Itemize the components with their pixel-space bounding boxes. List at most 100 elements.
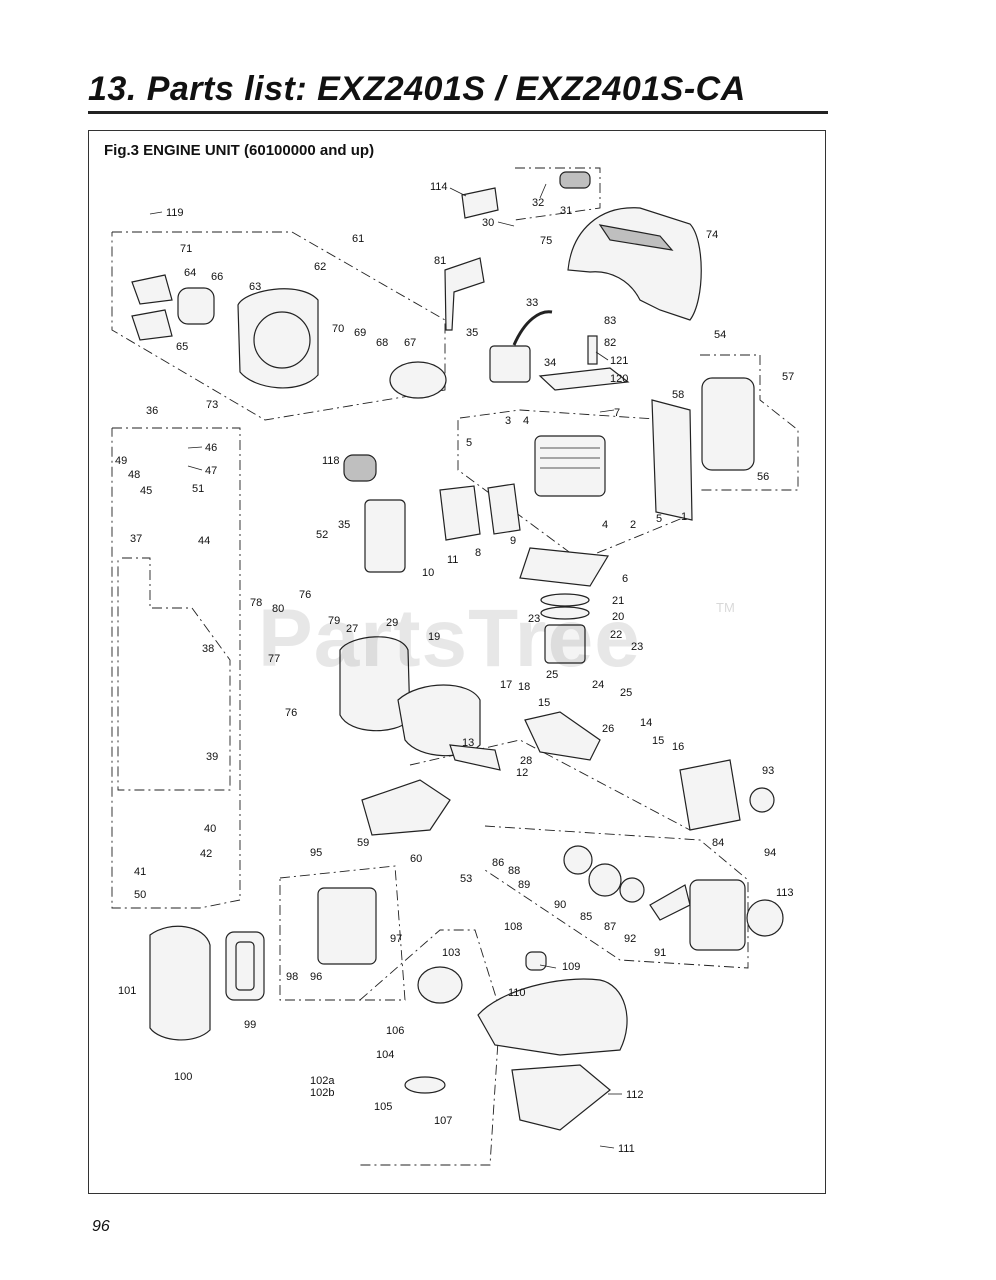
- callout-47: 47: [205, 465, 217, 477]
- callout-83: 83: [604, 315, 616, 327]
- callout-86: 86: [492, 857, 504, 869]
- callout-58: 58: [672, 389, 684, 401]
- callout-10: 10: [422, 567, 434, 579]
- callout-63: 63: [249, 281, 261, 293]
- callout-46: 46: [205, 442, 217, 454]
- title-rule: [88, 111, 828, 114]
- callout-23b: 23: [631, 641, 643, 653]
- callout-96: 96: [310, 971, 322, 983]
- callout-4a: 4: [523, 415, 529, 427]
- callout-13: 13: [462, 737, 474, 749]
- callout-62: 62: [314, 261, 326, 273]
- callout-53: 53: [460, 873, 472, 885]
- page-title: 13. Parts list: EXZ2401S / EXZ2401S-CA: [88, 70, 746, 108]
- callout-48: 48: [128, 469, 140, 481]
- callout-33: 33: [526, 297, 538, 309]
- callout-20: 20: [612, 611, 624, 623]
- callout-93: 93: [762, 765, 774, 777]
- callout-11: 11: [447, 554, 458, 566]
- callout-98: 98: [286, 971, 298, 983]
- callout-87: 87: [604, 921, 616, 933]
- callout-2: 2: [630, 519, 636, 531]
- callout-40: 40: [204, 823, 216, 835]
- callout-22: 22: [610, 629, 622, 641]
- callout-81: 81: [434, 255, 446, 267]
- leader-lines: [149, 183, 622, 1149]
- callout-76a: 76: [299, 589, 311, 601]
- callout-57: 57: [782, 371, 794, 383]
- callout-74: 74: [706, 229, 718, 241]
- callout-118: 118: [322, 455, 340, 467]
- callout-114: 114: [430, 181, 448, 193]
- callout-91: 91: [654, 947, 666, 959]
- callout-52: 52: [316, 529, 328, 541]
- callout-59: 59: [357, 837, 369, 849]
- callout-4b: 4: [602, 519, 608, 531]
- callout-45: 45: [140, 485, 152, 497]
- callout-14: 14: [640, 717, 652, 729]
- callout-56: 56: [757, 471, 769, 483]
- callout-26: 26: [602, 723, 614, 735]
- callout-88: 88: [508, 865, 520, 877]
- callout-103: 103: [442, 947, 460, 959]
- callout-35a: 35: [466, 327, 478, 339]
- callout-104: 104: [376, 1049, 394, 1061]
- callout-42: 42: [200, 848, 212, 860]
- watermark-trademark: TM: [716, 600, 735, 615]
- callout-102a: 102a: [310, 1075, 335, 1087]
- callout-113: 113: [776, 887, 794, 899]
- callout-25b: 25: [620, 687, 632, 699]
- callout-39: 39: [206, 751, 218, 763]
- callout-76b: 76: [285, 707, 297, 719]
- callout-8: 8: [475, 547, 481, 559]
- callout-27: 27: [346, 623, 358, 635]
- callout-29: 29: [386, 617, 398, 629]
- parts: [131, 171, 784, 1131]
- callout-12: 12: [516, 767, 528, 779]
- callout-51: 51: [192, 483, 204, 495]
- callout-1: 1: [681, 511, 687, 523]
- callout-30: 30: [482, 217, 494, 229]
- callout-70: 70: [332, 323, 344, 335]
- callout-15a: 15: [538, 697, 550, 709]
- callout-82: 82: [604, 337, 616, 349]
- callout-102b: 102b: [310, 1087, 334, 1099]
- callout-106: 106: [386, 1025, 404, 1037]
- callout-67: 67: [404, 337, 416, 349]
- callout-60: 60: [410, 853, 422, 865]
- callout-119: 119: [166, 207, 184, 219]
- callout-65: 65: [176, 341, 188, 353]
- callout-5b: 5: [656, 513, 662, 525]
- callout-21: 21: [612, 595, 624, 607]
- callout-7: 7: [614, 407, 620, 419]
- callout-6: 6: [622, 573, 628, 585]
- callout-84: 84: [712, 837, 724, 849]
- callout-34: 34: [544, 357, 556, 369]
- callout-32: 32: [532, 197, 544, 209]
- callout-90: 90: [554, 899, 566, 911]
- callout-5a: 5: [466, 437, 472, 449]
- callout-41: 41: [134, 866, 146, 878]
- callout-99: 99: [244, 1019, 256, 1031]
- watermark: PartsTree: [258, 593, 641, 684]
- callout-79: 79: [328, 615, 340, 627]
- callout-89: 89: [518, 879, 530, 891]
- callout-37: 37: [130, 533, 142, 545]
- callout-28: 28: [520, 755, 532, 767]
- callout-78: 78: [250, 597, 262, 609]
- callout-19: 19: [428, 631, 440, 643]
- callout-labels: 1 2 3 4 4 5 5 6 7 8 9 10 11 12 13 14 15 …: [115, 181, 794, 1155]
- callout-66: 66: [211, 271, 223, 283]
- callout-9: 9: [510, 535, 516, 547]
- callout-49: 49: [115, 455, 127, 467]
- callout-25a: 25: [546, 669, 558, 681]
- figure-frame: [88, 130, 826, 1194]
- callout-100: 100: [174, 1071, 192, 1083]
- callout-18: 18: [518, 681, 530, 693]
- callout-64: 64: [184, 267, 196, 279]
- callout-54: 54: [714, 329, 726, 341]
- callout-68: 68: [376, 337, 388, 349]
- callout-16: 16: [672, 741, 684, 753]
- callout-85: 85: [580, 911, 592, 923]
